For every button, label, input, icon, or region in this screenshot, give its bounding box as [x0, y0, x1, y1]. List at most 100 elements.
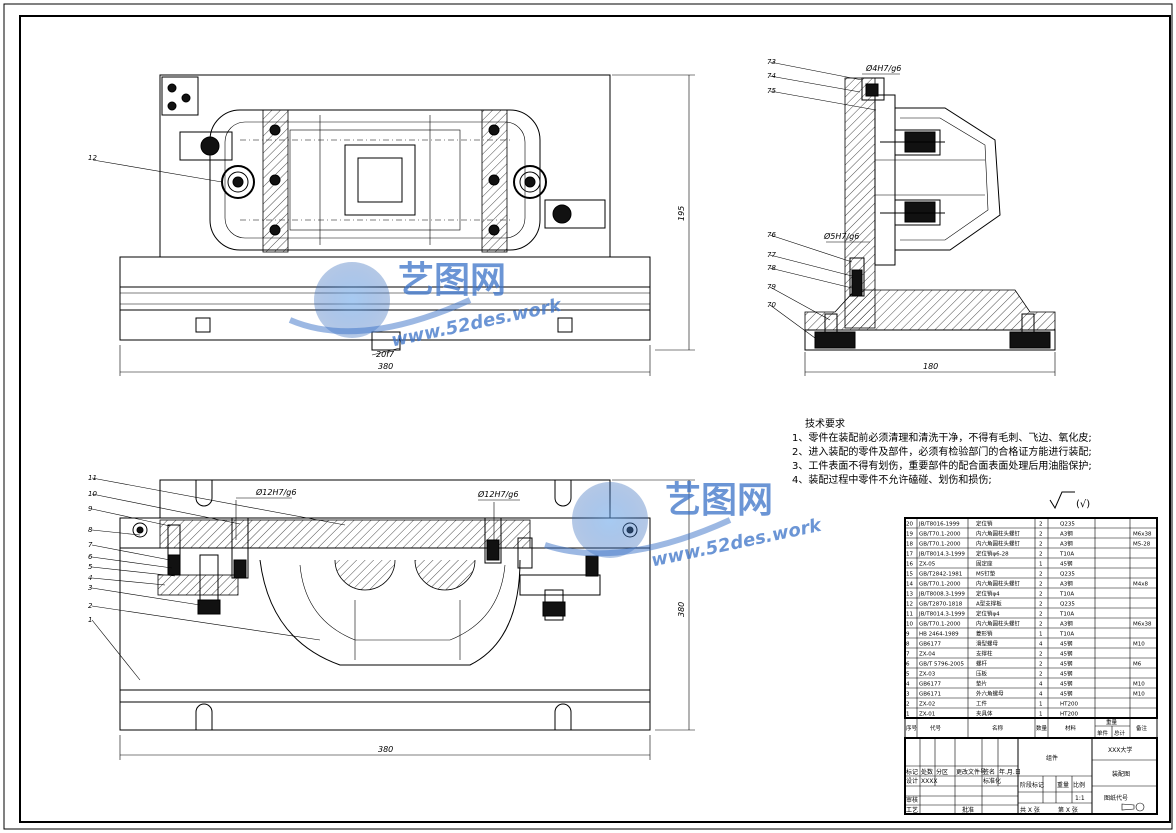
fit-right: Ø12H7/g6 — [477, 489, 518, 499]
bom-cell-code: GB/T70.1-2000 — [919, 622, 961, 628]
bom-cell-note: M6 — [1133, 662, 1142, 668]
bom-cell-qty: 2 — [1039, 522, 1043, 528]
bom-cell-material: 45钢 — [1060, 690, 1073, 698]
bom-cell-code: GB6171 — [919, 692, 941, 698]
bom-cell-qty: 4 — [1039, 642, 1043, 648]
bom-cell-qty: 2 — [1039, 582, 1043, 588]
bom-cell-qty: 1 — [1039, 632, 1043, 638]
tb-sign: 签名 — [983, 768, 995, 776]
bom-cell-note: M6x38 — [1133, 622, 1152, 628]
bom-cell-qty: 2 — [1039, 672, 1043, 678]
tb-ratio: 比例 — [1073, 781, 1085, 789]
label-7: 7 — [88, 541, 93, 549]
tb-assembly: 组件 — [1046, 754, 1058, 762]
bom-cell-name: 支撑柱 — [976, 650, 993, 658]
bom-h-weight: 重量 — [1106, 718, 1118, 726]
label-12: 12 — [88, 154, 97, 162]
bom-h-unit: 单件 — [1097, 729, 1109, 737]
tech-title: 技术要求 — [805, 417, 845, 430]
dim-side-width: 180 — [923, 362, 938, 371]
tb-sheet: 第 X 张 — [1058, 806, 1078, 814]
bom-cell-qty: 4 — [1039, 692, 1043, 698]
side-view: 73 74 75 76 77 78 79 70 Ø4H7/g6 Ø5H7/g6 … — [767, 58, 1056, 376]
bom-cell-code: JB/T8016-1999 — [918, 522, 960, 528]
label-8: 8 — [88, 526, 93, 534]
bom-cell-name: 定位销 — [976, 520, 993, 528]
tb-standard: 标准化 — [983, 777, 1001, 785]
bom-cell-name: 固定座 — [976, 560, 993, 568]
bom-cell-material: A3钢 — [1060, 620, 1073, 628]
label-74: 74 — [767, 72, 776, 80]
tb-drawing-name: 装配图 — [1112, 770, 1130, 778]
bom-cell-code: GB/T70.1-2000 — [919, 542, 961, 548]
bom-cell-material: 45钢 — [1060, 560, 1073, 568]
bom-cell-name: 定位销φ4 — [976, 590, 1000, 598]
bom-cell-no: 16 — [906, 562, 913, 568]
bom-cell-name: 内六角圆柱头螺钉 — [976, 530, 1021, 538]
dim-section-width: 380 — [378, 745, 393, 754]
bom-cell-qty: 2 — [1039, 612, 1043, 618]
tb-process: 工艺 — [906, 806, 918, 814]
label-70: 70 — [767, 301, 776, 309]
label-1: 1 — [88, 616, 92, 624]
bom-h-total: 总计 — [1114, 729, 1126, 737]
bom-cell-qty: 2 — [1039, 542, 1043, 548]
bom-cell-code: ZX-01 — [919, 712, 935, 718]
fit-top: Ø4H7/g6 — [865, 63, 901, 73]
bom-cell-note: M10 — [1133, 642, 1145, 648]
bom-cell-qty: 2 — [1039, 572, 1043, 578]
front-view: 12 380 195 20f7 — [88, 74, 695, 376]
tb-zone: 分区 — [936, 768, 948, 776]
label-4: 4 — [88, 574, 92, 582]
bom-cell-no: 15 — [906, 572, 913, 578]
bom-cell-code: GB6177 — [919, 642, 942, 648]
bom-cell-no: 10 — [906, 622, 913, 628]
tb-weight: 重量 — [1057, 781, 1069, 789]
tech-requirements: 技术要求 1、零件在装配前必须清理和清洗干净，不得有毛刺、飞边、氧化皮; 2、进… — [792, 417, 1092, 510]
label-73: 73 — [767, 58, 776, 66]
bom-cell-name: 外六角螺母 — [976, 690, 1004, 698]
inner-border — [19, 15, 1171, 823]
bom-cell-material: HT200 — [1060, 702, 1078, 708]
bom-cell-note: M10 — [1133, 682, 1145, 688]
label-78: 78 — [767, 264, 776, 272]
bom-cell-material: A3钢 — [1060, 580, 1073, 588]
bom-cell-code: JB/T8014.3-1999 — [918, 612, 965, 618]
bom-cell-code: GB/T2870-1818 — [919, 602, 963, 608]
projection-cone — [1121, 803, 1135, 811]
outer-border — [3, 3, 1173, 830]
bom-h-no: 序号 — [906, 724, 918, 732]
bom-cell-code: GB/T70.1-2000 — [919, 532, 961, 538]
bom-cell-name: 工件 — [976, 700, 988, 708]
tb-review: 审核 — [906, 796, 918, 804]
title-block: 标记 处数 分区 更改文件号 签名 年.月.日 设计 XXXX 标准化 审核 工… — [904, 737, 1158, 815]
bom-cell-material: A3钢 — [1060, 530, 1073, 538]
bom-cell-no: 4 — [906, 682, 910, 688]
bom-cell-no: 19 — [906, 532, 913, 538]
label-76: 76 — [767, 231, 776, 239]
bom-cell-material: Q235 — [1060, 602, 1075, 608]
bom-cell-no: 8 — [906, 642, 910, 648]
bom-cell-no: 1 — [906, 712, 910, 718]
bom-cell-note: M6x38 — [1133, 532, 1152, 538]
bom-h-qty: 数量 — [1036, 724, 1048, 732]
bom-cell-code: ZX-05 — [919, 562, 936, 568]
tb-change: 更改文件号 — [956, 768, 986, 776]
dim-front-height: 195 — [677, 206, 686, 221]
label-79: 79 — [767, 283, 776, 291]
bom-cell-qty: 2 — [1039, 622, 1043, 628]
dim-section-height: 380 — [677, 602, 686, 617]
bom-cell-material: T10A — [1059, 612, 1074, 618]
bom-cell-material: Q235 — [1060, 572, 1075, 578]
tb-scale: 1:1 — [1075, 795, 1085, 802]
bom-cell-name: 夹具体 — [976, 710, 993, 718]
label-5: 5 — [88, 563, 93, 571]
bom-cell-no: 17 — [906, 552, 913, 558]
bom-cell-code: ZX-04 — [919, 652, 936, 658]
bom-cell-no: 11 — [906, 612, 913, 618]
bom-cell-material: T10A — [1059, 632, 1074, 638]
label-11: 11 — [88, 474, 97, 482]
bom-h-mat: 材料 — [1065, 724, 1077, 732]
roughness-symbol — [1049, 491, 1075, 510]
watermark-top: 艺图网 www.52des.work — [288, 260, 564, 351]
